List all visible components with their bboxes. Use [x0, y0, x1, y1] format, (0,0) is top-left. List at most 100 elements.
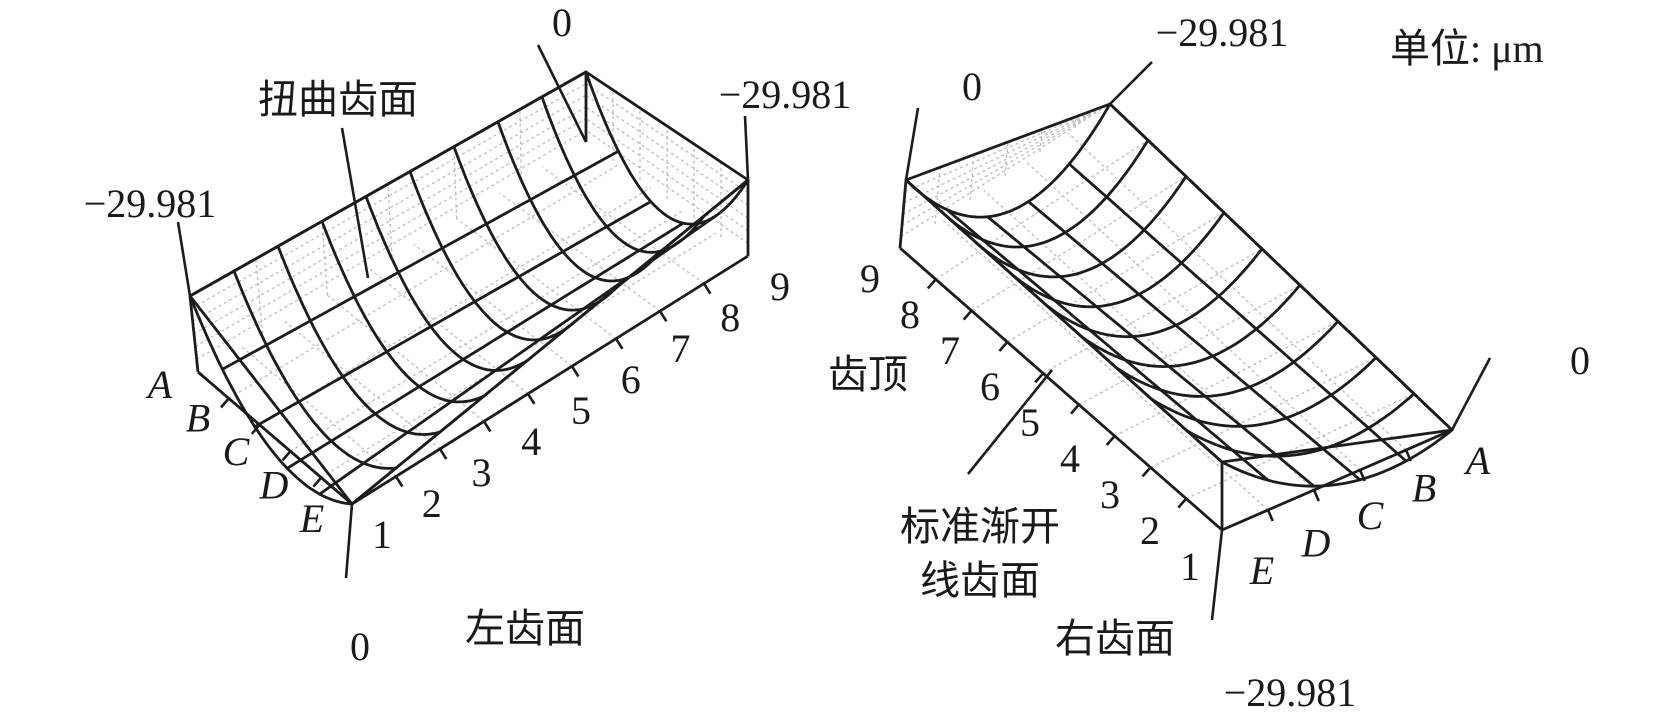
left-value-front-top: −29.981 — [84, 181, 217, 226]
right-number-tick-mark — [1141, 466, 1152, 478]
left-floor-grid-line — [283, 320, 441, 450]
left-value-leader-line — [536, 44, 588, 143]
left-floor-grid-line — [290, 209, 684, 452]
left-wall-grid-line — [585, 83, 749, 194]
right-number-tick-label: 3 — [1100, 472, 1120, 517]
right-mesh-line — [1220, 428, 1454, 488]
left-value-bottom: 0 — [350, 624, 370, 669]
left-mesh-line — [496, 120, 662, 283]
left-number-tick-label: 7 — [671, 326, 691, 371]
right-number-tick-label: 8 — [900, 292, 920, 337]
right-mesh-line — [1108, 102, 1454, 432]
right-letter-tick-label: A — [1463, 438, 1491, 483]
right-letter-tick-label: C — [1357, 493, 1385, 538]
left-box-vertical-edge — [188, 295, 200, 373]
right-letter-tick-mark — [1266, 509, 1274, 522]
right-number-tick-mark — [1177, 497, 1188, 509]
right-number-tick-mark — [926, 278, 937, 290]
left-mesh-line — [220, 149, 620, 371]
right-mesh-line — [945, 208, 1270, 482]
right-box-base-edge — [899, 246, 1223, 532]
left-wall-grid-line — [255, 258, 264, 334]
left-mesh-line — [452, 145, 618, 312]
left-number-tick-label: 9 — [770, 264, 790, 309]
right-mesh-line — [1150, 356, 1378, 428]
right-letter-tick-label: B — [1412, 466, 1436, 511]
right-wall-grid-line — [1039, 129, 1043, 153]
right-number-tick-mark — [962, 309, 973, 321]
left-mesh-line — [408, 170, 574, 342]
right-value-bottom: −29.981 — [1224, 670, 1357, 715]
left-letter-tick-label: B — [186, 396, 210, 441]
left-number-tick-label: 8 — [720, 295, 740, 340]
left-mesh-line — [320, 219, 486, 404]
left-mesh-line — [364, 194, 530, 372]
right-letter-tick-mark — [1404, 449, 1412, 462]
left-number-tick-mark — [702, 282, 712, 295]
left-number-tick-label: 1 — [372, 512, 392, 557]
left-number-tick-mark — [482, 420, 492, 433]
right-number-tick-label: 9 — [860, 256, 880, 301]
right-flank-plot — [898, 61, 1492, 621]
right-mesh-line — [1067, 162, 1408, 463]
left-wall-grid-line — [585, 106, 749, 219]
left-number-tick-mark — [526, 393, 536, 405]
right-mesh-line — [974, 174, 1188, 279]
left-floor-grid-line — [240, 345, 397, 477]
right-wall-grid-line — [1074, 116, 1077, 129]
right-number-tick-label: 7 — [940, 328, 960, 373]
right-floor-grid-line — [1025, 161, 1361, 471]
left-number-tick-mark — [658, 310, 668, 322]
right-number-tick-mark — [998, 341, 1009, 352]
left-mesh-line — [350, 178, 750, 506]
right-mesh-line — [1080, 283, 1302, 369]
right-wall-grid-line — [902, 103, 1111, 215]
left-number-tick-label: 5 — [571, 388, 591, 433]
right-value-leader-line — [1210, 529, 1224, 621]
left-number-tick-mark — [614, 337, 624, 350]
left-box-base-edge — [197, 370, 353, 506]
left-box-base-edge — [351, 254, 749, 506]
left-letter-tick-label: C — [223, 429, 251, 474]
right-value-right: 0 — [1570, 338, 1590, 383]
right-number-tick-label: 6 — [980, 364, 1000, 409]
left-value-leader-line — [176, 221, 192, 297]
left-mesh-line — [285, 221, 685, 470]
left-surface-label: 扭曲齿面 — [258, 77, 418, 122]
left-number-tick-mark — [570, 365, 580, 378]
right-wall-grid-line — [903, 103, 1111, 204]
left-letter-tick-mark — [281, 450, 292, 462]
right-number-tick-label: 5 — [1020, 400, 1040, 445]
right-wall-grid-line — [904, 103, 1111, 192]
left-letter-tick-mark — [220, 397, 230, 409]
left-letter-tick-label: D — [259, 463, 289, 508]
right-mesh-line — [1045, 247, 1264, 339]
right-surface-label-line2: 线齿面 — [920, 558, 1040, 603]
left-flank-title: 左齿面 — [465, 606, 585, 651]
right-surface-label-line1: 标准渐开 — [900, 504, 1060, 549]
right-mesh-line — [1027, 200, 1362, 482]
left-number-tick-mark — [394, 475, 404, 488]
left-letter-tick-mark — [312, 476, 323, 488]
left-mesh-line — [188, 70, 588, 298]
right-value-leader-line — [904, 107, 920, 181]
right-letter-tick-label: D — [1301, 521, 1331, 566]
left-floor-grid-line — [259, 187, 652, 426]
left-mesh-line — [540, 95, 706, 254]
left-mesh-line — [188, 294, 354, 506]
tooth-tip-label: 齿顶 — [828, 352, 908, 397]
left-value-leader-line — [344, 503, 354, 579]
left-letter-tick-mark — [250, 423, 261, 435]
left-wall-grid-line — [387, 183, 393, 258]
left-value-top: 0 — [552, 0, 572, 45]
left-number-tick-label: 6 — [621, 357, 641, 402]
right-wall-grid-line — [934, 167, 941, 225]
left-value-leader-line — [340, 127, 370, 279]
right-floor-grid-line — [935, 139, 1149, 280]
right-mesh-line — [1185, 392, 1416, 458]
right-box-vertical-edge — [898, 179, 908, 249]
left-floor-grid-line — [320, 232, 716, 479]
left-mesh-line — [232, 269, 398, 470]
left-mesh-line — [253, 200, 653, 429]
